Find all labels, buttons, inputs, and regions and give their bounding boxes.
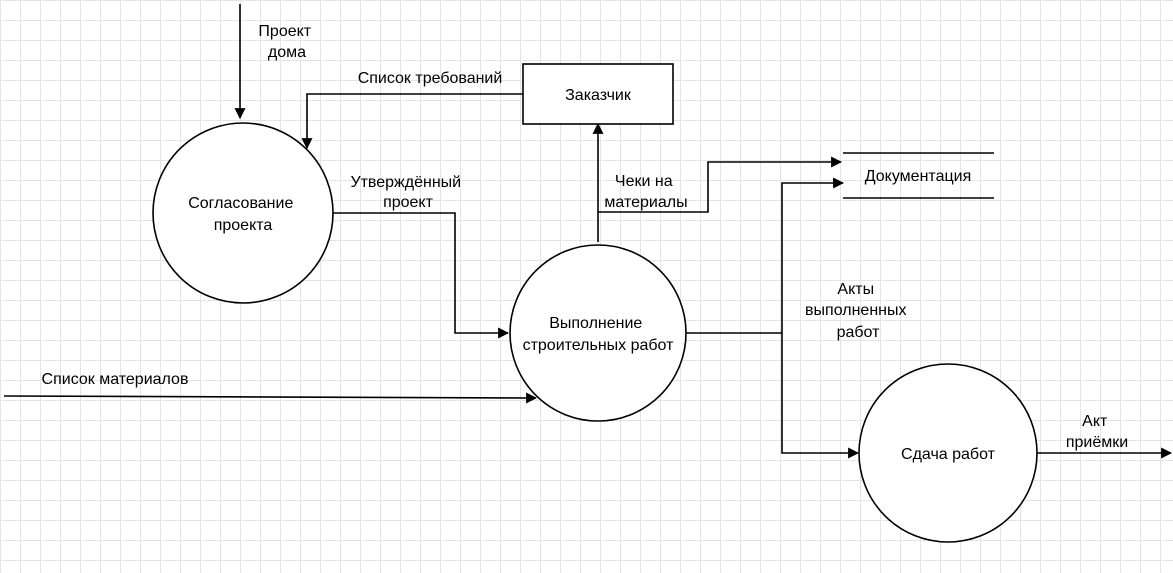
flow-requirements-list-label: Список требований <box>358 70 503 87</box>
flow-approved-project <box>332 212 510 339</box>
customer-entity-label: Заказчик <box>565 87 632 104</box>
flow-requirements-list <box>301 93 523 150</box>
flow-approved-project-label: Утверждённый проект <box>350 174 465 211</box>
flow-acceptance-act-label: Акт приёмки <box>1066 413 1128 451</box>
documentation-store-label: Документация <box>865 168 971 185</box>
process-approval-label: Согласование проекта <box>188 195 298 234</box>
process-approval-circle <box>152 122 334 304</box>
process-handover-circle <box>858 363 1038 543</box>
process-construction-label: Выполнение строительных работ <box>523 315 675 354</box>
process-handover-label: Сдача работ <box>901 446 996 463</box>
flow-house-project-label: Проект дома <box>258 23 315 61</box>
flow-materials-list-label: Список материалов <box>42 371 189 388</box>
flow-materials-list <box>3 392 538 404</box>
process-construction-circle <box>509 244 687 422</box>
flow-material-receipts-label: Чеки на материалы <box>604 173 687 211</box>
flow-acts-to-handover <box>781 333 860 459</box>
flow-acts-to-documentation <box>781 177 845 333</box>
flow-receipts-to-documentation <box>598 156 843 213</box>
customer-entity-box <box>522 63 674 125</box>
flow-work-acts-label: Акты выполненных работ <box>805 281 911 341</box>
